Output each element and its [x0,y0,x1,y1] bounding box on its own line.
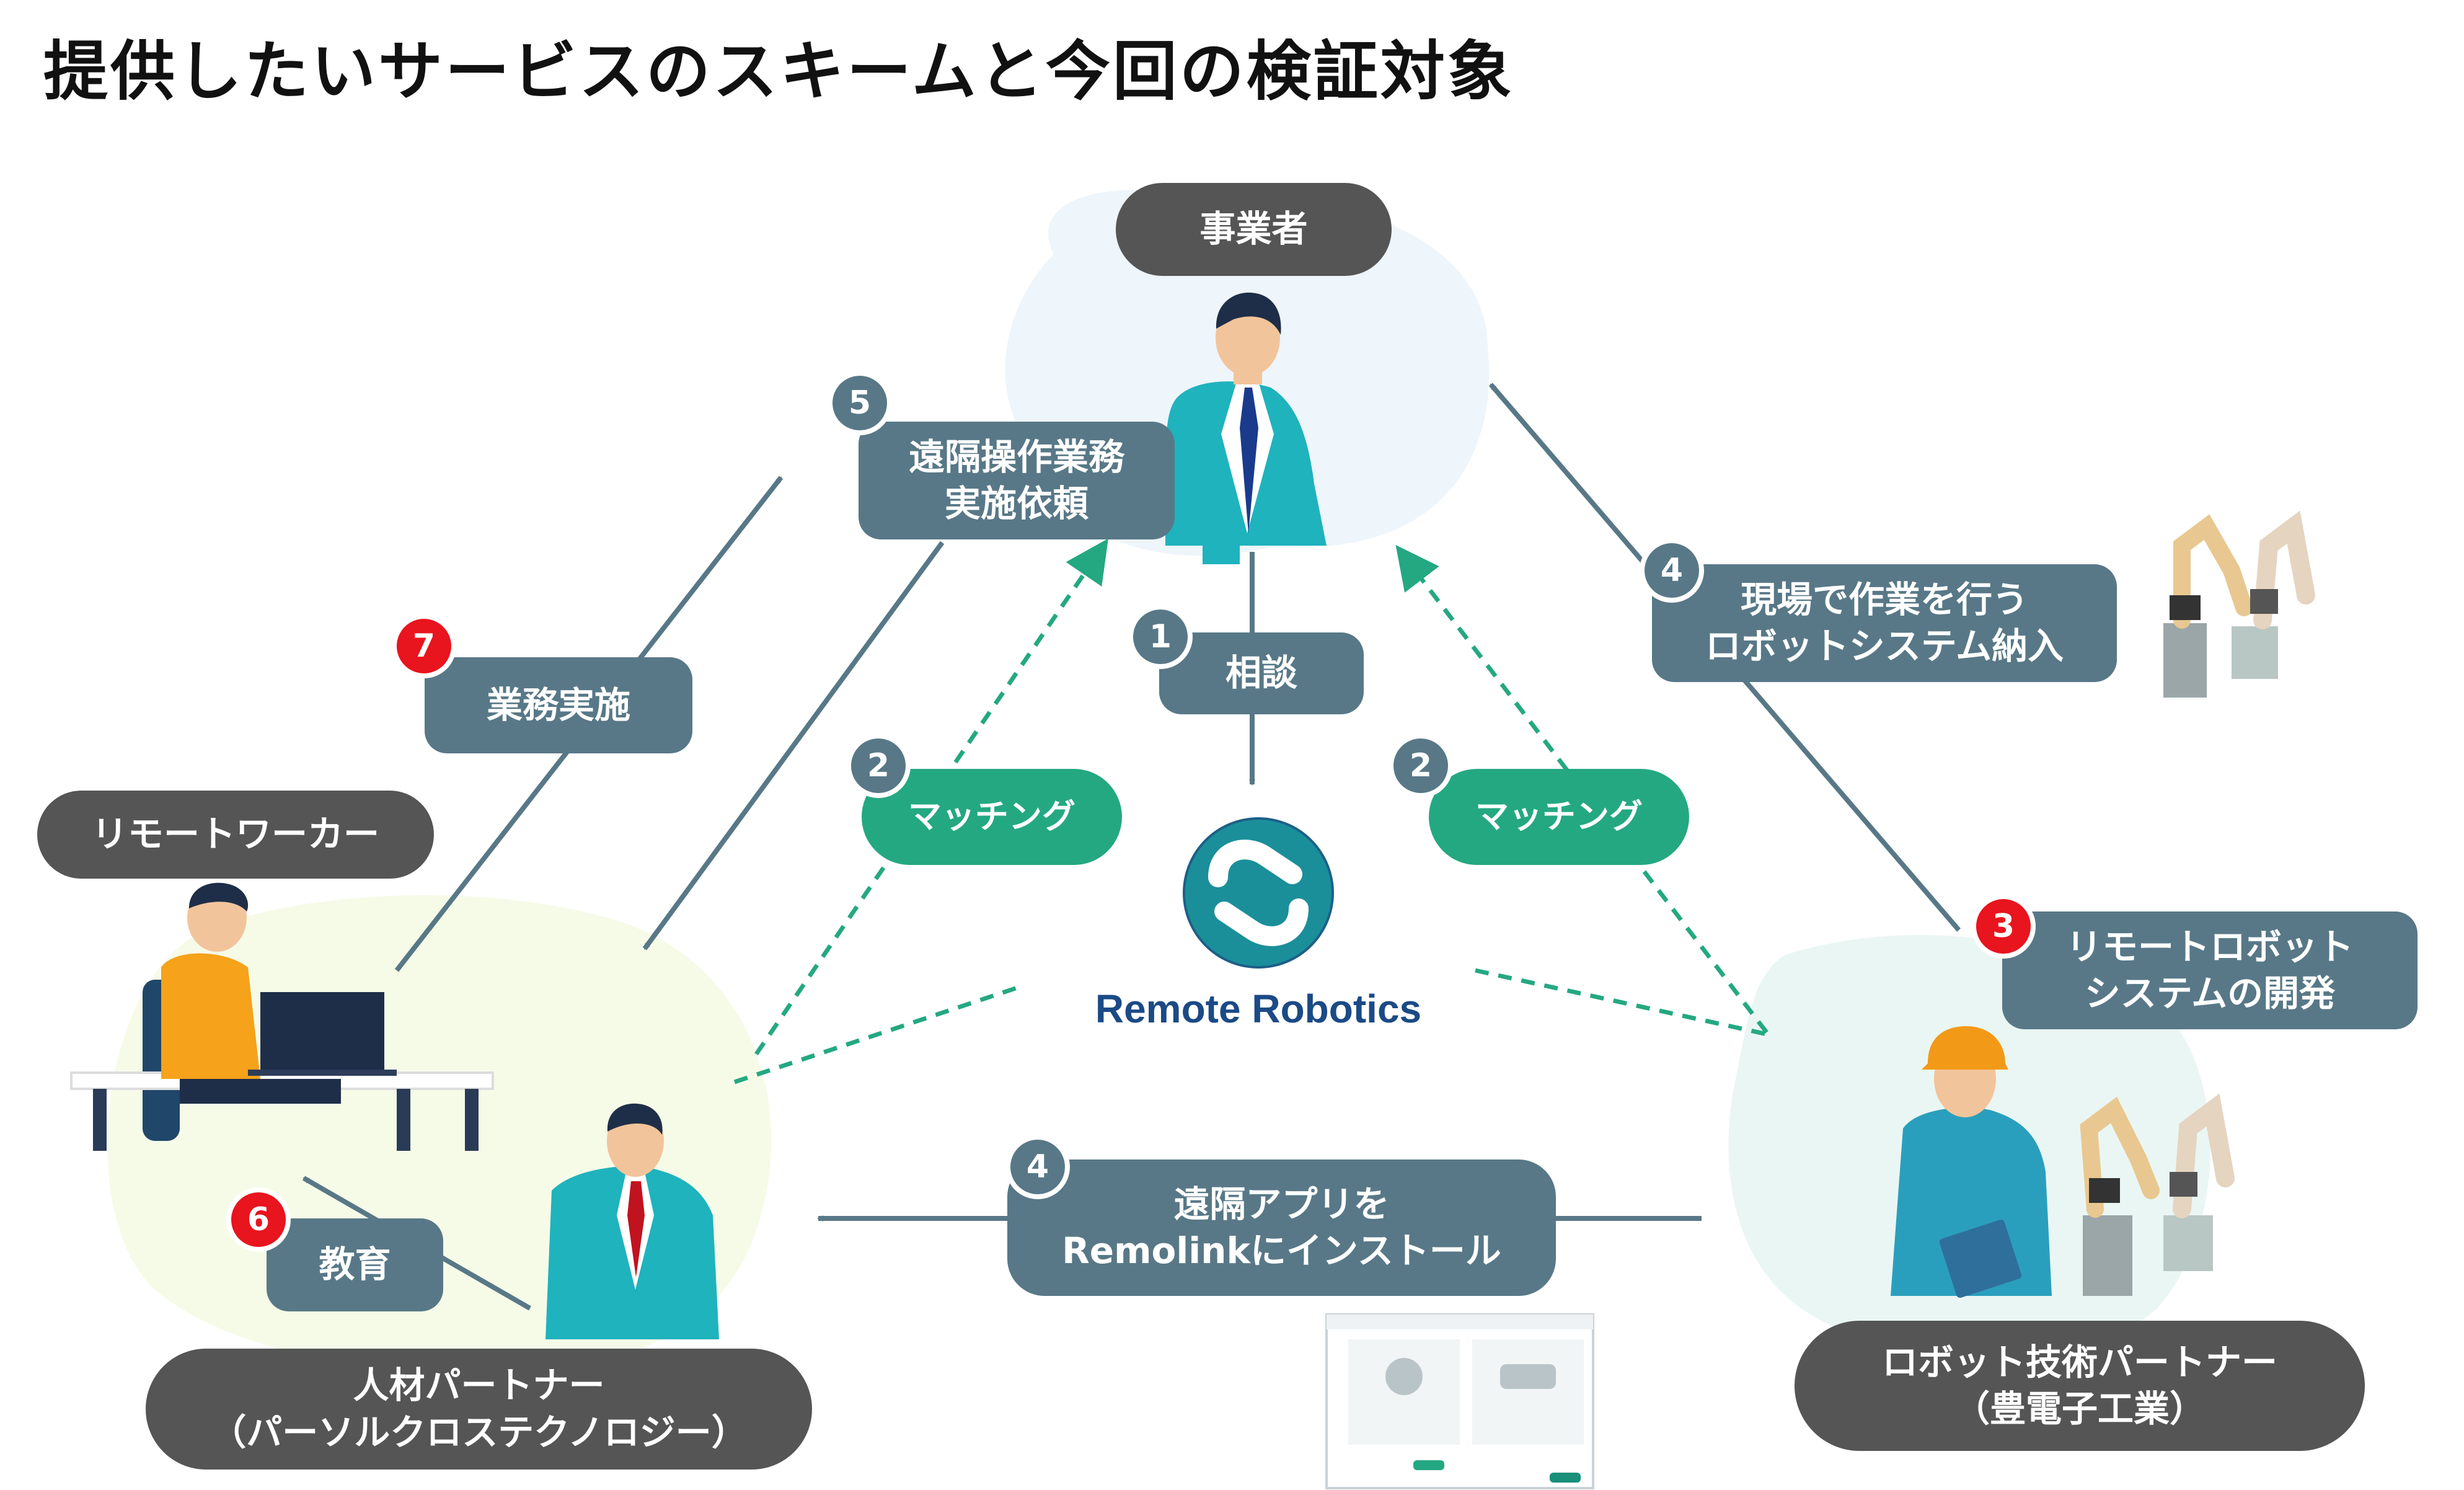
step-educate-badge: 6 [226,1187,291,1252]
step-request-box: 遠隔操作業務 実施依頼 [859,422,1175,539]
step-consult-box: 相談 [1159,632,1364,714]
actor-remote-worker: リモートワーカー [37,791,434,879]
step-develop-badge: 3 [1971,894,2036,959]
step-deliver-box: 現場で作業を行う ロボットシステム納入 [1652,564,2117,682]
page-title: 提供したいサービスのスキームと今回の検証対象 [43,33,1514,109]
step-install-box: 遠隔アプリを Remolinkにインストール [1007,1160,1556,1296]
actor-hr-partner: 人材パートナー （パーソルクロステクノロジー） [146,1349,812,1470]
step-request-badge: 5 [828,371,892,435]
step-consult-badge: 1 [1128,605,1193,669]
step-perform-badge: 7 [392,614,456,678]
step-matching-left-box: マッチング [862,769,1122,865]
step-develop-box: リモートロボット システムの開発 [2002,911,2418,1029]
remote-robotics-logo-mark [1183,817,1334,969]
step-matching-right-box: マッチング [1429,769,1689,865]
robot-arm-illustration-bottom [2080,1093,2235,1296]
step-educate-box: 教育 [267,1218,443,1311]
actor-robot-partner: ロボット技術パートナー （豊電子工業） [1795,1321,2365,1451]
robot-partner-engineer-illustration [1891,1026,2052,1298]
remote-robotics-logo-text: Remote Robotics [1095,987,1422,1031]
dash-right-up [1395,544,1769,1034]
business-person-illustration [1165,292,1327,564]
arrow-request [642,541,945,951]
hr-partner-illustration [545,1103,719,1339]
robot-arm-illustration-top [2163,510,2315,698]
step-perform-box: 業務実施 [425,657,692,753]
remote-worker-illustration [70,882,494,1151]
step-deliver-badge: 4 [1640,538,1704,603]
step-matching-left-badge: 2 [846,734,911,798]
step-install-badge: 4 [1005,1135,1070,1199]
dash-left-side [733,983,1024,1084]
remolink-app-screenshot [1325,1313,1594,1489]
step-matching-right-badge: 2 [1389,734,1453,798]
dash-right-side [1475,968,1773,1038]
actor-business: 事業者 [1116,183,1392,276]
